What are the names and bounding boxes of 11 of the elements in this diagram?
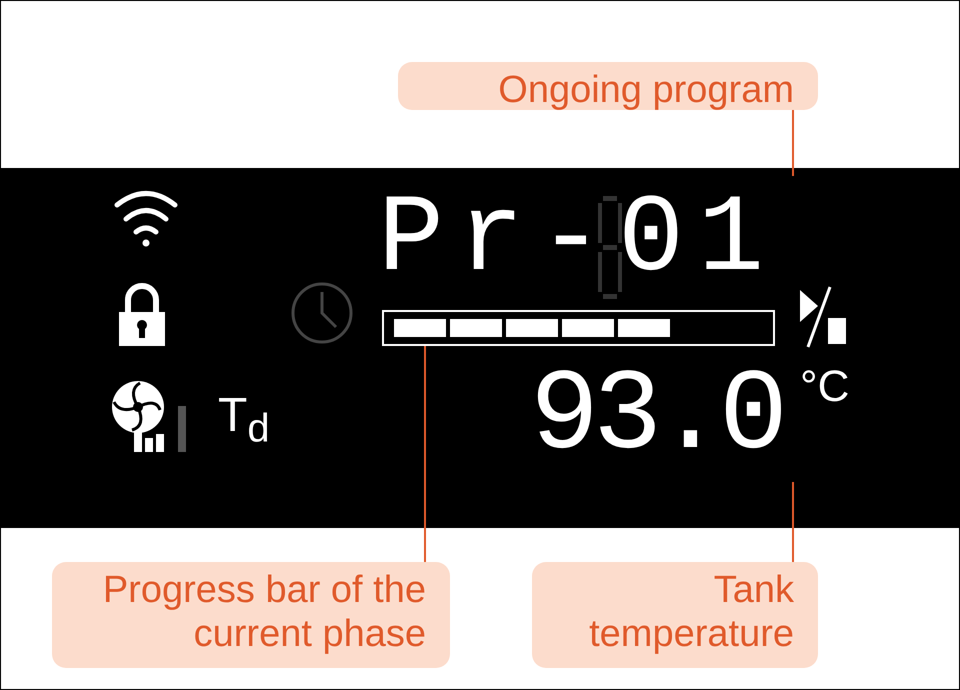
callout-label: Ongoing program — [398, 62, 818, 110]
callout-label: Tank temperature — [532, 562, 818, 668]
callout-label: Progress bar of the current phase — [52, 562, 450, 668]
leader-line — [792, 482, 794, 562]
leader-line — [424, 346, 426, 562]
unit-label: °C — [800, 362, 850, 412]
program-readout: Pr-01 — [378, 176, 798, 306]
temperature-readout: 93.0 — [530, 352, 800, 482]
leader-line — [792, 110, 794, 176]
symbol-label: T$_{d}$ — [218, 388, 270, 452]
progress-bar — [382, 310, 775, 346]
